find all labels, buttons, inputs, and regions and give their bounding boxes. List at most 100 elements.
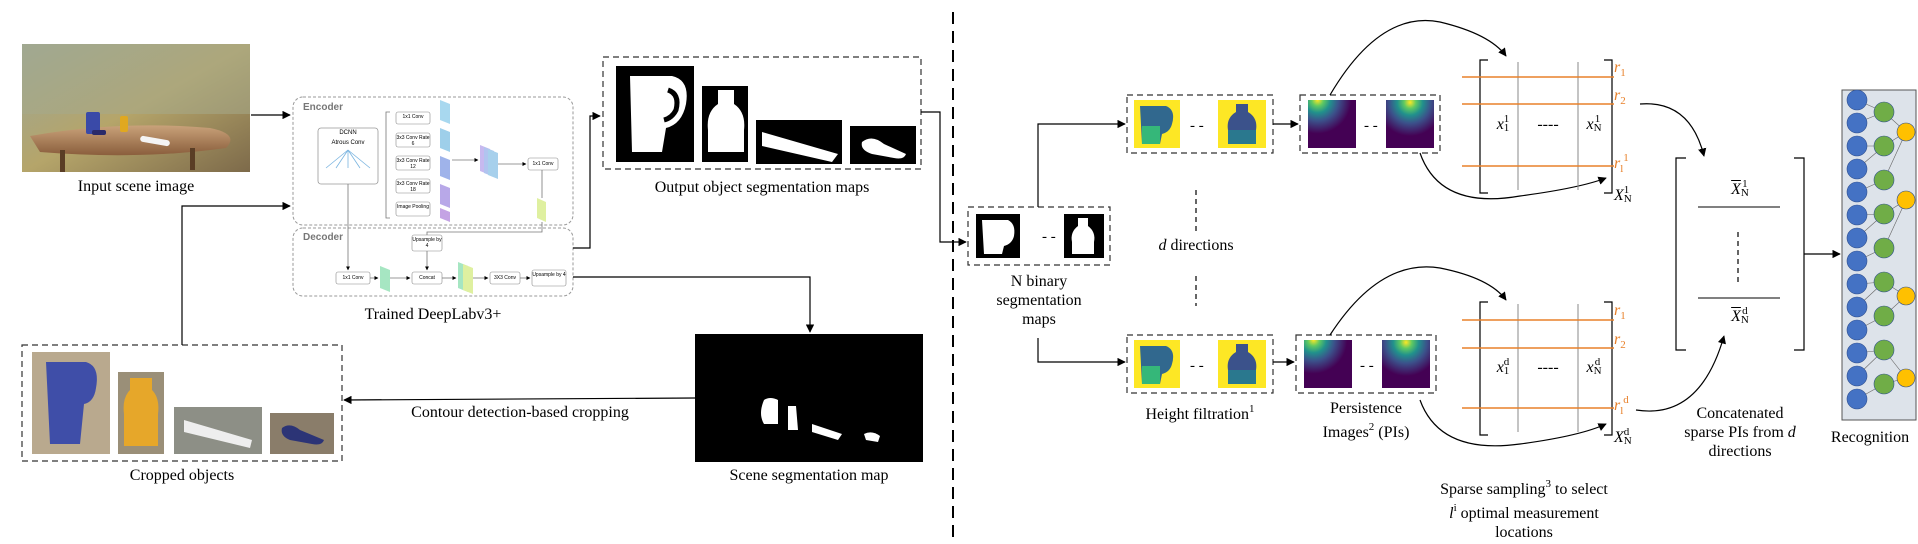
concat-top-base: X [1731,181,1741,198]
height-filtration-top: - - [1134,100,1266,148]
top-r2-base: r [1614,87,1621,104]
top-rl: rl1 [1614,148,1644,179]
input-node [1846,365,1868,387]
top-X-base: X [1614,187,1624,204]
top-x1-sub: 1 [1503,122,1510,134]
bottom-xN-sub: N [1593,365,1602,377]
hidden-node [1873,135,1895,157]
decoder-low-conv: 1x1 Conv [342,275,364,281]
top-xN-sub: N [1593,122,1602,134]
hidden-node [1873,237,1895,259]
hidden-node [1873,271,1895,293]
input-node [1846,296,1868,318]
concat-bottom-sup: d [1742,305,1748,317]
concat-line-3: directions [1708,443,1772,460]
bottom-x1-sub: 1 [1503,365,1510,377]
bottom-x1-sup: d [1503,356,1510,368]
top-xN-base: x [1586,116,1594,133]
input-node [1846,158,1868,180]
trained-model-label: Trained DeepLabv3+ [364,306,502,323]
input-node [1846,342,1868,364]
top-xN-sup: 1 [1594,113,1601,125]
input-node [1846,89,1868,111]
pi-ref: 2 [1368,421,1375,433]
concat-top-sub: N [1740,187,1749,199]
bottom-xN-sup: d [1594,356,1601,368]
bottom-r2-base: r [1614,331,1621,348]
input-node [1846,112,1868,134]
svg-text:- -: - - [1360,358,1374,374]
input-node [1846,227,1868,249]
top-dash: ---- [1537,116,1559,133]
input-node [1846,250,1868,272]
concat-bottom-base: X [1731,308,1741,325]
aspp-block-4: 3x3 Conv Rate 18 [396,181,430,193]
sparse-line-1: Sparse sampling3 to select [1424,475,1624,499]
concat-bottom-sub: N [1740,314,1749,326]
bottom-r2: r2 [1614,330,1636,355]
aspp-block-1: 1x1 Conv [402,114,424,120]
recognition-network [1841,89,1917,421]
output-node [1896,286,1916,306]
output-node [1896,368,1916,388]
input-scene-label: Input scene image [77,178,195,195]
top-r1-base: r [1614,59,1621,76]
binary-maps-line-2: segmentation [996,292,1082,309]
hidden-node [1873,169,1895,191]
binary-maps-line-1: N binary [1010,273,1068,290]
bottom-r1: r1 [1614,301,1636,326]
concat-d: d [1787,424,1796,441]
aspp-block-2: 3x3 Conv Rate 6 [396,135,430,147]
input-node [1846,388,1868,410]
persistence-images-top: - - [1308,100,1434,148]
bottom-r2-sub: 2 [1620,339,1626,351]
bottom-rl-base: r [1614,397,1621,414]
binary-maps-line-3: maps [1022,311,1056,328]
encoder-conv: 1x1 Conv [532,161,554,167]
concat-top-sup: 1 [1742,178,1748,190]
sparse-line-3: locations [1495,524,1553,541]
concat-label: Concatenated sparse PIs from d direction… [1660,404,1820,461]
hidden-node [1873,203,1895,225]
sparse-sampling-label: Sparse sampling3 to select li optimal me… [1424,475,1624,542]
top-r2-sub: 2 [1620,95,1626,107]
recognition-label: Recognition [1830,429,1910,446]
svg-text:- -: - - [1364,118,1378,134]
matrix-bottom [1462,301,1614,436]
input-node [1846,319,1868,341]
output-node [1896,122,1916,142]
binary-maps-label: N binary segmentation maps [968,272,1110,329]
cropped-objects-label: Cropped objects [129,467,235,484]
top-rl-sub: l [1620,163,1624,175]
bottom-X-base: X [1614,429,1624,446]
input-node [1846,181,1868,203]
top-r2: r2 [1614,86,1636,111]
hidden-node [1873,305,1895,327]
pi-line-2: Images2 (PIs) [1296,418,1436,442]
bottom-dash: ---- [1537,359,1559,376]
decoder-label: Decoder [303,232,344,243]
top-X-sup: 1 [1623,184,1630,196]
output-segmentation-maps [616,66,916,164]
svg-text:- -: - - [1190,358,1204,374]
top-x1-base: x [1496,116,1504,133]
decoder-conv3: 3X3 Conv [494,275,516,281]
output-node [1896,190,1916,210]
bottom-rl: rld [1614,390,1644,421]
directions-label: d directions [1126,236,1266,256]
deeplab-network [292,96,574,297]
svg-text:- -: - - [1042,229,1056,245]
aspp-block-5: Image Pooling [397,204,429,210]
sparse-l: l [1449,505,1454,522]
atrous-label: Atrous Conv [331,140,365,146]
bottom-x1-base: x [1496,359,1504,376]
dcnn-label: DCNN [339,130,357,136]
directions-d: d [1158,237,1167,254]
height-filtration-ref: 1 [1249,403,1255,415]
